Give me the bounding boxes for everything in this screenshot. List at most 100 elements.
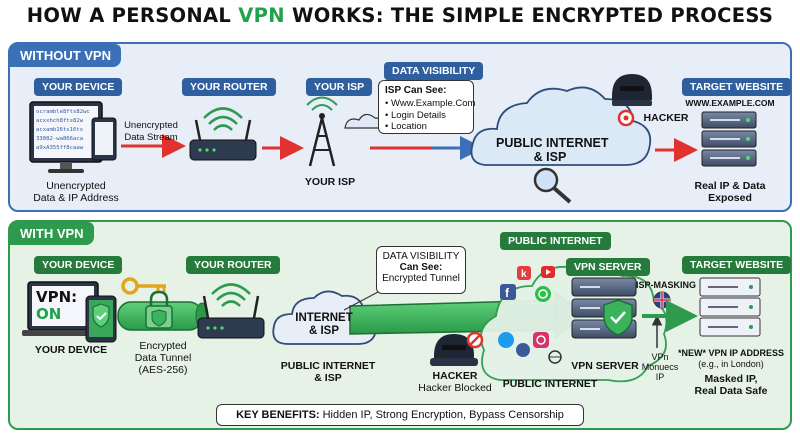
isp-tag: YOUR ISP [306, 78, 373, 96]
hacker-label: HACKER [643, 112, 689, 124]
title-pre: HOW A PERSONAL [26, 4, 239, 27]
target-caption-line1: Real IP & Data [694, 180, 766, 192]
vpn-target-tag: TARGET WEBSITE [682, 256, 792, 274]
scramble-line: acxamb16ts16ts [36, 127, 84, 133]
monitor-note-line1: VPn [651, 352, 669, 362]
data-visibility-box: ISP Can See: • Www.Example.Com • Login D… [378, 80, 476, 134]
vpn-isp-caption-line1: PUBLIC INTERNET [280, 360, 376, 372]
page-title: HOW A PERSONAL VPN WORKS: THE SIMPLE ENC… [0, 4, 800, 27]
isp-caption: YOUR ISP [304, 176, 356, 188]
vpn-isp-caption: PUBLIC INTERNET & ISP [280, 360, 376, 384]
tunnel-caption: Encrypted Data Tunnel (AES-256) [118, 340, 208, 376]
device-caption-line1: Unencrypted [46, 180, 106, 192]
new-ip-line2: (e.g., in London) [698, 359, 764, 369]
key-icon [121, 277, 166, 295]
public-internet-caption: PUBLIC INTERNET [502, 378, 598, 390]
device-caption: Unencrypted Data & IP Address [26, 180, 126, 204]
key-benefits-text: Hidden IP, Strong Encryption, Bypass Cen… [322, 409, 564, 421]
target-url: WWW.EXAMPLE.COM [685, 98, 775, 108]
blocked-hacker-caption: HACKER Hacker Blocked [410, 370, 500, 394]
monitor-note-line2: Monuecs [641, 362, 679, 372]
facebook-icon [500, 284, 516, 300]
cloud-label-line1: PUBLIC INTERNET [496, 136, 609, 150]
vpn-visibility-heading: DATA VISIBILITY [382, 251, 460, 262]
web-server-icon [701, 111, 757, 167]
vpn-visibility-line2: Encrypted Tunnel [382, 273, 460, 284]
scramble-line: ocramble8fts82wc [36, 109, 90, 115]
laptop-icon [29, 101, 103, 173]
blocked-hacker-line1: HACKER [432, 370, 478, 382]
phone-icon [91, 117, 117, 161]
data-visibility-tag: DATA VISIBILITY [384, 62, 484, 80]
without-vpn-label: WITHOUT VPN [10, 44, 121, 67]
vpn-target-caption: Masked IP, Real Data Safe [676, 373, 786, 397]
with-vpn-label: WITH VPN [10, 222, 94, 245]
target-server-icon [699, 277, 761, 337]
visibility-heading: ISP Can See: [385, 85, 447, 96]
isp-masking-label: ISP-MASKING [636, 280, 697, 290]
tunnel-caption-line2: Data Tunnel [134, 352, 192, 364]
vpn-router-icon [197, 283, 265, 339]
padlock-icon [145, 290, 173, 329]
block-icon [466, 331, 484, 349]
blocked-hacker-icon [430, 334, 478, 366]
vpn-screen-text: VPN: ON [36, 289, 88, 323]
tunnel-caption-line3: (AES-256) [138, 364, 188, 376]
uk-flag-icon [653, 291, 671, 309]
visibility-item-text: Www.Example.Com [390, 98, 476, 109]
twitter-icon [498, 332, 514, 348]
key-benefits-box: KEY BENEFITS: Hidden IP, Strong Encrypti… [216, 404, 584, 426]
blocked-hacker-line2: Hacker Blocked [418, 382, 492, 394]
monitor-note: VPn Monuecs IP [640, 352, 680, 382]
public-internet-tag: PUBLIC INTERNET [500, 232, 611, 250]
vpn-screen-line2: ON [36, 305, 62, 323]
title-post: WORKS: THE SIMPLE ENCRYPTED PROCESS [284, 4, 774, 27]
isp-tower-icon [306, 96, 384, 167]
svg-text:k: k [521, 269, 527, 280]
stream-label: Unencrypted Data Stream [120, 120, 182, 144]
vpn-data-visibility-box: DATA VISIBILITY Can See: Encrypted Tunne… [376, 246, 466, 294]
vpn-cloud-label-line2: & ISP [308, 325, 340, 337]
vpn-phone-icon [85, 295, 117, 343]
cloud-label: PUBLIC INTERNET & ISP [496, 136, 609, 164]
title-accent: VPN [238, 4, 285, 27]
vpn-server-caption: VPN SERVER [571, 360, 639, 372]
whatsapp-icon [535, 286, 551, 302]
stream-label-line1: Unencrypted [124, 120, 178, 131]
scramble-text: ocramble8fts82wc acxxhch8fts82w acxamb16… [36, 108, 94, 153]
new-ip-line1: *NEW* VPN IP ADDRESS [677, 348, 785, 358]
router-icon [189, 107, 257, 161]
vpn-cloud-label-line1: INTERNET [295, 312, 353, 324]
vpn-screen-line1: VPN: [36, 288, 78, 306]
target-tag: TARGET WEBSITE [682, 78, 792, 96]
scramble-line: 33082-wa866aca [36, 136, 84, 142]
vpn-target-caption-line2: Real Data Safe [694, 385, 768, 397]
vpn-isp-caption-line2: & ISP [314, 372, 342, 384]
vpn-router-tag: YOUR ROUTER [186, 256, 280, 274]
visibility-item-text: Location [390, 121, 427, 132]
visibility-item: • Login Details [385, 109, 446, 121]
instagram-icon [533, 332, 549, 348]
device-caption-line2: Data & IP Address [33, 192, 119, 204]
target-caption: Real IP & Data Exposed [680, 180, 780, 204]
vpn-server-icon [571, 277, 637, 339]
vpn-cloud-label: INTERNET & ISP [292, 312, 356, 338]
vpn-laptop-icon [22, 281, 104, 336]
visibility-item-text: Login Details [390, 109, 446, 121]
svg-text:f: f [505, 286, 510, 300]
scramble-line: a9xA355ff8caaw [36, 145, 84, 151]
cloud-label-line2: & ISP [533, 150, 567, 164]
magnifier-icon [533, 167, 572, 204]
router-tag: YOUR ROUTER [182, 78, 276, 96]
vpn-device-caption: YOUR DEVICE [34, 344, 108, 356]
new-ip-label: *NEW* VPN IP ADDRESS (e.g., in London) [676, 348, 786, 370]
app-k-icon [517, 266, 531, 280]
vpn-target-caption-line1: Masked IP, [704, 373, 758, 385]
key-benefits-label: KEY BENEFITS: [236, 409, 320, 421]
visibility-pointer [343, 291, 379, 311]
public-internet-cloud [470, 86, 652, 166]
visibility-item: • Location [385, 121, 427, 132]
hacker-icon [612, 74, 652, 106]
visibility-item: • Www.Example.Com [385, 98, 476, 109]
